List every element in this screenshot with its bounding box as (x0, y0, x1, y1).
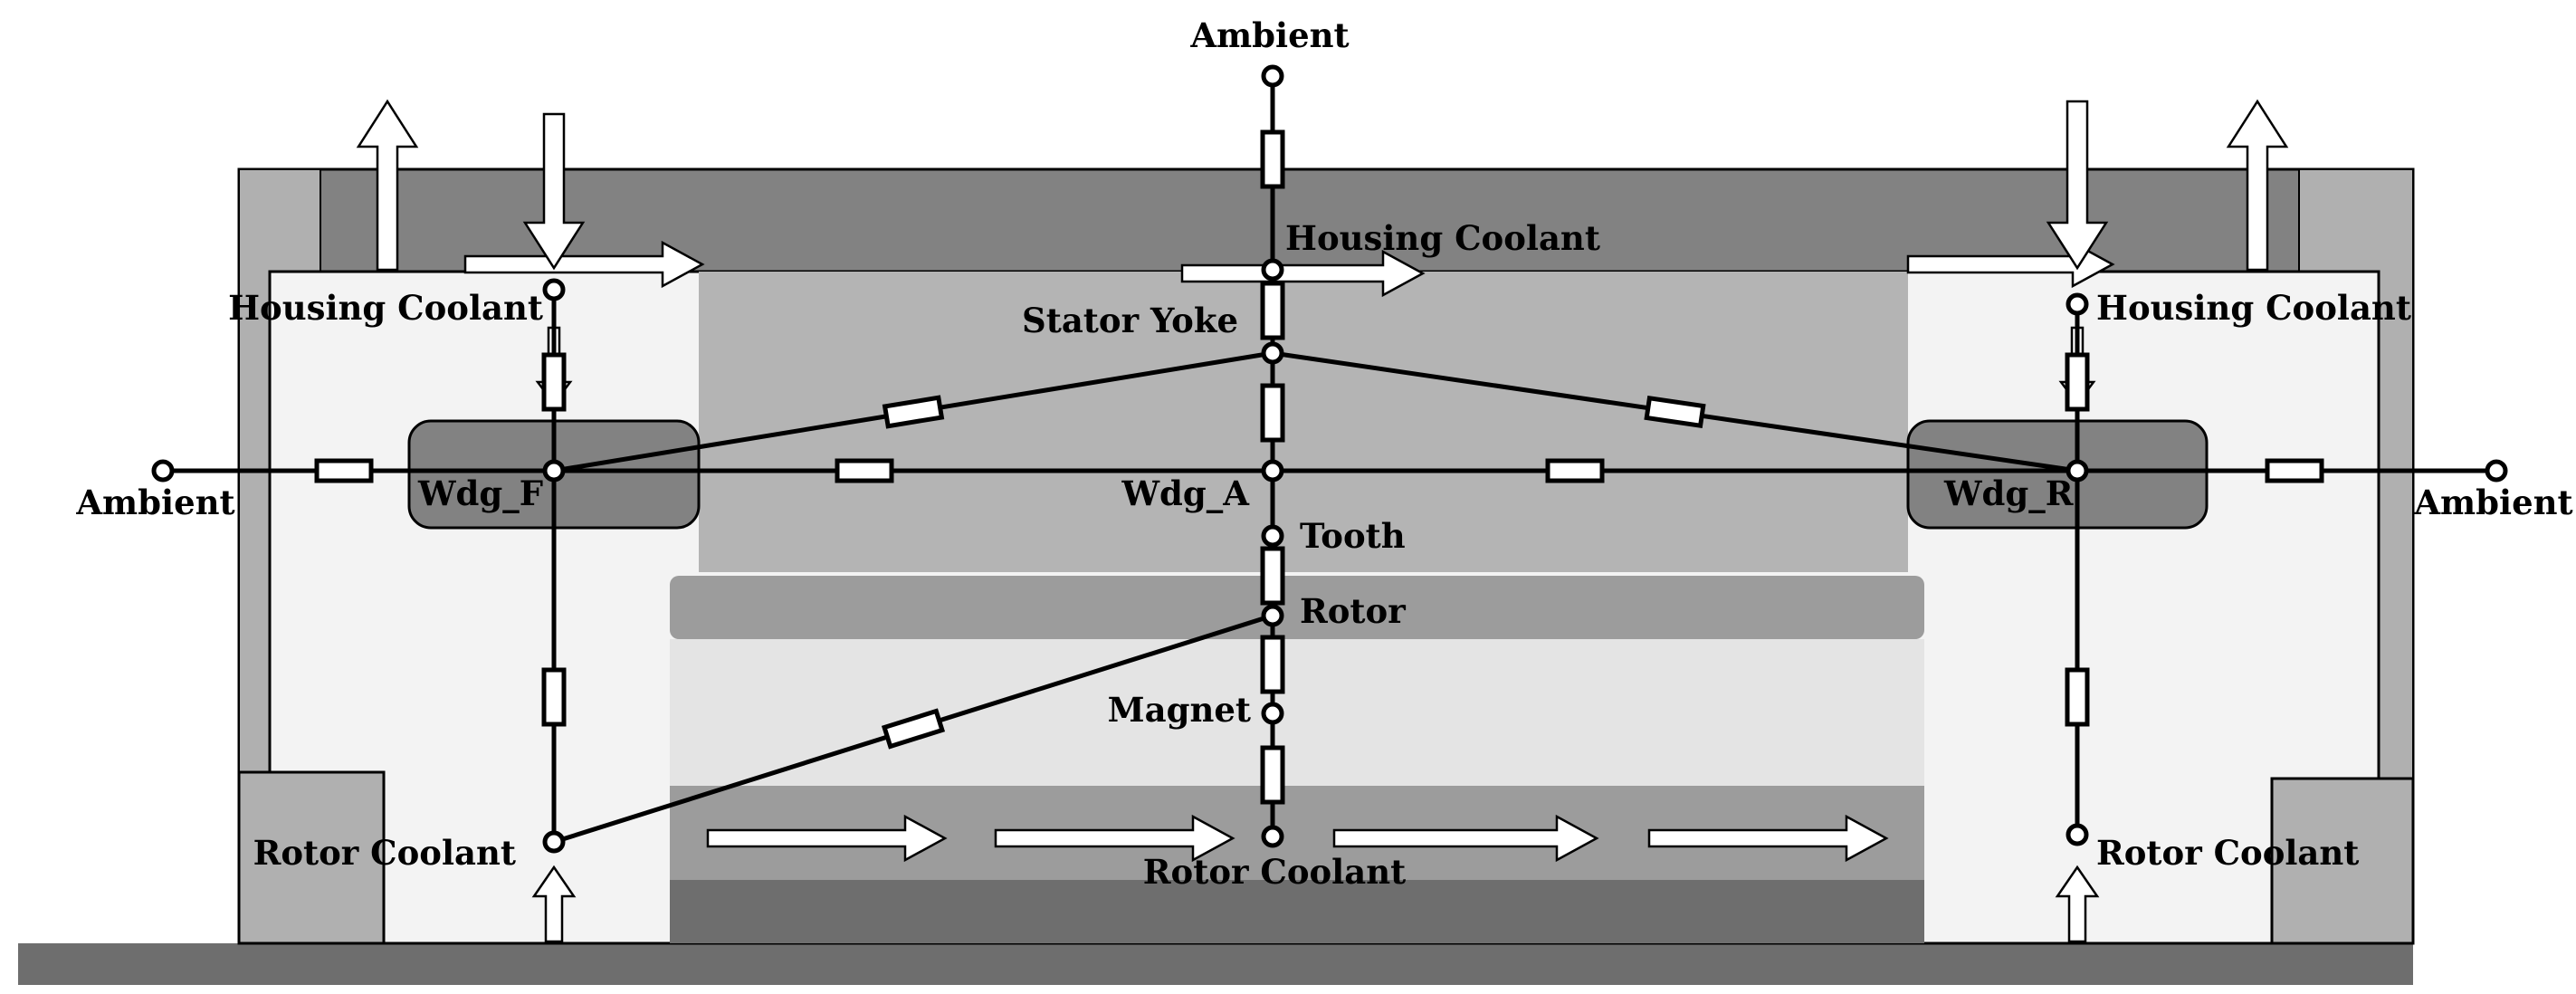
label-stator-yoke: Stator Yoke (1022, 301, 1238, 340)
label-tooth: Tooth (1300, 516, 1406, 556)
rotor-flow-arrow-4 (1647, 814, 1889, 863)
resistor-body (314, 458, 374, 483)
magnet-layer (670, 639, 1924, 786)
resistor-r-wdgf-yoke (882, 395, 945, 429)
resistor-body (541, 667, 567, 727)
resistor-body (1545, 458, 1605, 483)
resistor-body (881, 708, 946, 750)
node-tooth (1261, 524, 1284, 548)
resistor-r-rotorcoolant-rotor (881, 708, 946, 750)
label-wdg-f: Wdg_F (417, 473, 543, 513)
resistor-r-magnet-coolant (1260, 745, 1285, 805)
resistor-body (1260, 635, 1285, 694)
resistor-r-wdga-wdgr (1545, 458, 1605, 483)
resistor-r-wdgr-rotorcoolant (2065, 667, 2090, 727)
outlet-arrow-right (2226, 99, 2289, 272)
label-housing-coolant-left: Housing Coolant (228, 288, 543, 328)
label-wdg-a: Wdg_A (1121, 473, 1250, 513)
resistor-r-tooth-rotor (1260, 546, 1285, 606)
label-magnet: Magnet (1108, 690, 1251, 730)
label-rotor-coolant-right: Rotor Coolant (2096, 833, 2359, 873)
node-rcL (542, 830, 566, 854)
resistor-r-ambient-housing (1260, 129, 1285, 189)
rotor-flow-arrow-2 (994, 814, 1236, 863)
resistor-body (541, 352, 567, 412)
node-hcL (542, 278, 566, 301)
node-rcR (2066, 823, 2089, 846)
network-resistors (314, 129, 2324, 805)
label-ambient-left: Ambient (75, 483, 234, 522)
outlet-arrow-left (356, 99, 419, 272)
node-labels: Ambient Ambient Ambient Housing Coolant … (75, 15, 2572, 892)
label-rotor-coolant-center: Rotor Coolant (1143, 852, 1406, 892)
rotor-inlet-arrow-right (2055, 865, 2100, 943)
resistor-r-housing-wdgr (2065, 352, 2090, 412)
resistor-r-wdgr-ambient (2265, 458, 2324, 483)
label-wdg-r: Wdg_R (1943, 473, 2074, 513)
resistor-r-yoke-wdgr (1644, 395, 1706, 429)
node-ambR (2485, 459, 2508, 483)
housing-flow-arrow-left (463, 240, 705, 289)
node-hcC (1261, 258, 1284, 282)
resistor-body (882, 395, 945, 429)
resistor-body (1260, 745, 1285, 805)
housing-flow-arrow-center (1180, 249, 1426, 298)
resistor-r-housing-yoke (1260, 281, 1285, 340)
resistor-body (2265, 458, 2324, 483)
rotor-flow-arrow-1 (706, 814, 948, 863)
node-ambTop (1261, 64, 1284, 88)
label-ambient-top: Ambient (1189, 15, 1349, 55)
resistor-body (1260, 281, 1285, 340)
resistor-body (835, 458, 894, 483)
node-rcC (1261, 825, 1284, 848)
bearing-block-left (237, 770, 386, 945)
inlet-arrow-left (522, 112, 586, 271)
rotor-flow-arrow-3 (1332, 814, 1599, 863)
coolant-flow-arrows (356, 99, 2289, 943)
resistor-body (1260, 546, 1285, 606)
label-rotor: Rotor (1300, 591, 1406, 631)
resistor-r-rotor-magnet (1260, 635, 1285, 694)
base-plate (18, 943, 2413, 985)
inlet-arrow-right (2046, 100, 2109, 271)
rotor-inlet-arrow-left (531, 865, 577, 943)
label-ambient-right: Ambient (2413, 483, 2572, 522)
rotor-core (670, 576, 1924, 639)
node-ambL (151, 459, 175, 483)
machine-cross-section (18, 167, 2415, 985)
bearing-block-right (2270, 777, 2415, 945)
resistor-r-housing-wdgf (541, 352, 567, 412)
label-housing-coolant-center: Housing Coolant (1285, 218, 1600, 258)
resistor-body (2065, 667, 2090, 727)
label-housing-coolant-right: Housing Coolant (2096, 288, 2411, 328)
resistor-r-yoke-wdga (1260, 383, 1285, 443)
network-nodes (151, 64, 2508, 854)
node-yoke (1261, 341, 1284, 365)
resistor-r-ambient-wdgf (314, 458, 374, 483)
shaft (670, 880, 1924, 943)
node-magnet (1261, 702, 1284, 725)
resistor-body (1644, 395, 1706, 429)
resistor-body (1260, 383, 1285, 443)
label-rotor-coolant-left: Rotor Coolant (253, 833, 516, 873)
end-winding-rear (1906, 419, 2209, 530)
resistor-r-wdgf-wdga (835, 458, 894, 483)
node-wdgF (542, 459, 566, 483)
node-wdgA (1261, 459, 1284, 483)
resistor-body (1260, 129, 1285, 189)
node-rotor (1261, 604, 1284, 627)
node-wdgR (2066, 459, 2089, 483)
node-hcR (2066, 292, 2089, 316)
resistor-body (2065, 352, 2090, 412)
resistor-r-wdgf-rotorcoolant (541, 667, 567, 727)
